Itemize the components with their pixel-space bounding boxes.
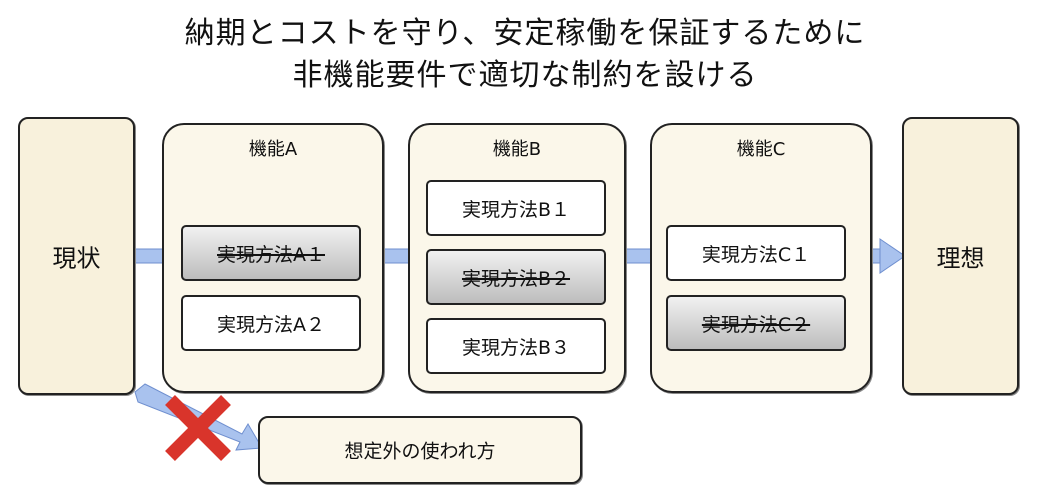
function-b-title: 機能B — [492, 139, 542, 160]
option-b1: 実現方法B１ — [426, 180, 606, 236]
title-line-1: 納期とコストを守り、安定稼働を保証するために — [184, 16, 866, 51]
function-a-group: 機能A 実現方法A１ 実現方法A２ — [162, 123, 384, 393]
option-a1: 実現方法A１ — [181, 225, 361, 281]
option-b2: 実現方法B２ — [426, 249, 606, 305]
ideal-state-label: 理想 — [936, 244, 985, 273]
function-c-title: 機能C — [736, 139, 786, 160]
current-state-label: 現状 — [52, 244, 101, 273]
unexpected-flow-arrow-icon — [134, 383, 263, 451]
unexpected-usage-box: 想定外の使われ方 — [258, 416, 582, 484]
function-a-title: 機能A — [248, 139, 298, 160]
title-line-2: 非機能要件で適切な制約を設ける — [292, 58, 758, 93]
option-b3: 実現方法B３ — [426, 318, 606, 374]
current-state-box: 現状 — [18, 117, 135, 395]
option-a2: 実現方法A２ — [181, 295, 361, 351]
unexpected-usage-label: 想定外の使われ方 — [344, 440, 496, 463]
function-c-group: 機能C 実現方法C１ 実現方法C２ — [650, 123, 872, 393]
option-c1: 実現方法C１ — [666, 225, 846, 281]
option-c2: 実現方法C２ — [666, 295, 846, 351]
ideal-state-box: 理想 — [902, 117, 1019, 395]
function-b-group: 機能B 実現方法B１ 実現方法B２ 実現方法B３ — [408, 123, 626, 393]
